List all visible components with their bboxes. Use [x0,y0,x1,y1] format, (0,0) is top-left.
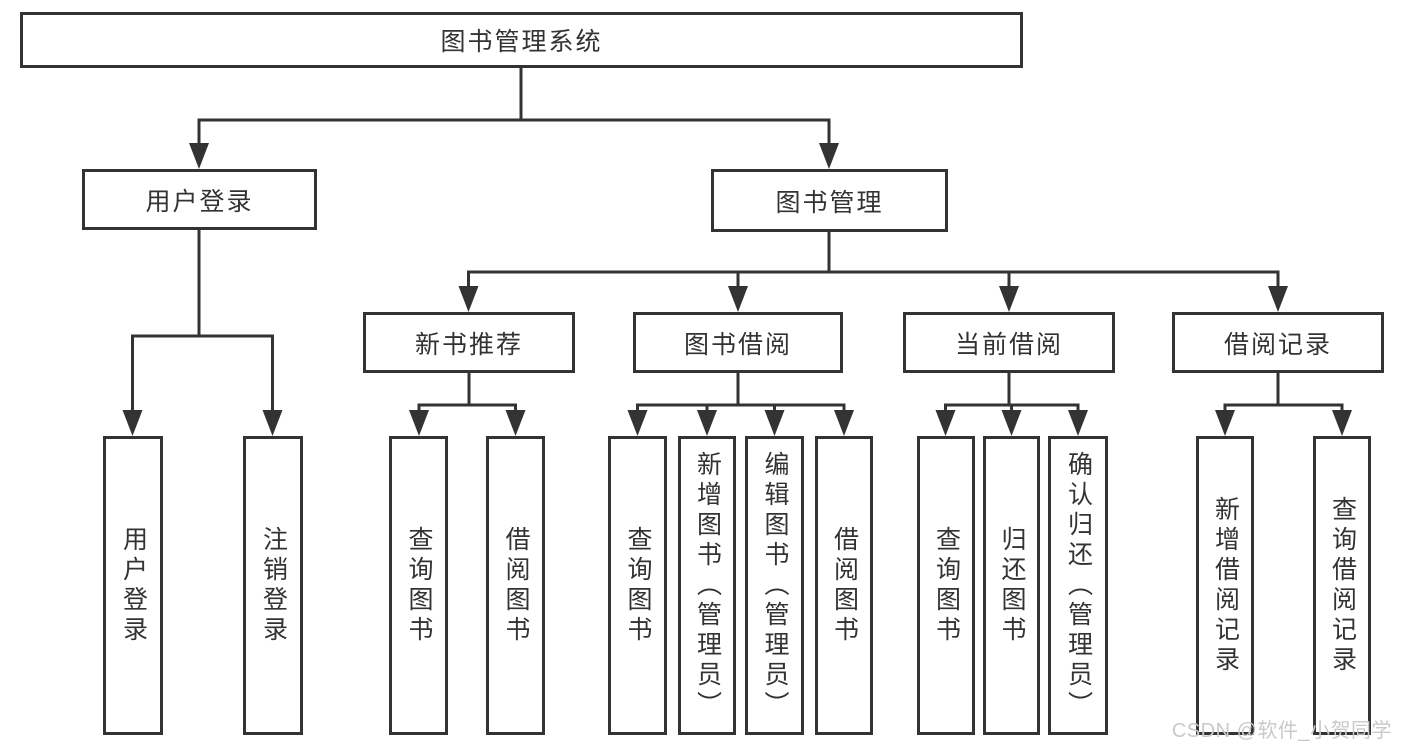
node-label: 查询图书 [405,525,433,646]
leaf-confirm-return-admin: 确认归还（管理员） [1048,436,1108,735]
node-label: 新增图书（管理员） [693,450,722,721]
leaf-edit-book-admin: 编辑图书（管理员） [745,436,804,735]
node-label: 归还图书 [998,525,1026,646]
node-label: 图书管理 [775,188,884,217]
node-label: 新书推荐 [414,330,523,359]
node-label: 查询借阅记录 [1328,495,1357,676]
node-borrowing-records: 借阅记录 [1172,312,1384,373]
node-label: 图书管理系统 [440,28,603,56]
node-new-book-recommendation: 新书推荐 [363,312,575,373]
leaf-borrow-books-recommend: 借阅图书 [486,436,545,735]
node-label: 确认归还（管理员） [1064,450,1093,721]
leaf-query-books-recommend: 查询图书 [389,436,448,735]
leaf-query-borrow-record: 查询借阅记录 [1313,436,1371,735]
node-label: 图书借阅 [683,330,792,359]
node-book-borrowing: 图书借阅 [633,312,843,373]
node-label: 新增借阅记录 [1211,495,1240,676]
node-label: 借阅记录 [1223,330,1332,359]
leaf-query-books-current: 查询图书 [917,436,975,735]
node-current-borrowing: 当前借阅 [903,312,1115,373]
node-label: 查询图书 [624,525,652,646]
node-label: 当前借阅 [954,330,1063,359]
node-label: 用户登录 [119,525,148,646]
node-library-management-system: 图书管理系统 [20,12,1023,68]
node-label: 借阅图书 [830,525,859,646]
node-label: 编辑图书（管理员） [761,450,789,721]
leaf-add-book-admin: 新增图书（管理员） [678,436,736,735]
node-label: 注销登录 [259,525,288,646]
leaf-query-books-borrow: 查询图书 [608,436,667,735]
node-book-management: 图书管理 [711,169,948,232]
node-label: 借阅图书 [502,525,530,646]
node-user-login: 用户登录 [82,169,317,230]
leaf-borrow-books: 借阅图书 [815,436,873,735]
leaf-return-books: 归还图书 [983,436,1040,735]
leaf-user-login: 用户登录 [103,436,163,735]
node-label: 查询图书 [932,525,961,646]
csdn-watermark: CSDN @软件_小贺同学 [1171,720,1392,742]
leaf-add-borrow-record: 新增借阅记录 [1196,436,1254,735]
leaf-logout: 注销登录 [243,436,303,735]
node-label: 用户登录 [145,187,254,216]
